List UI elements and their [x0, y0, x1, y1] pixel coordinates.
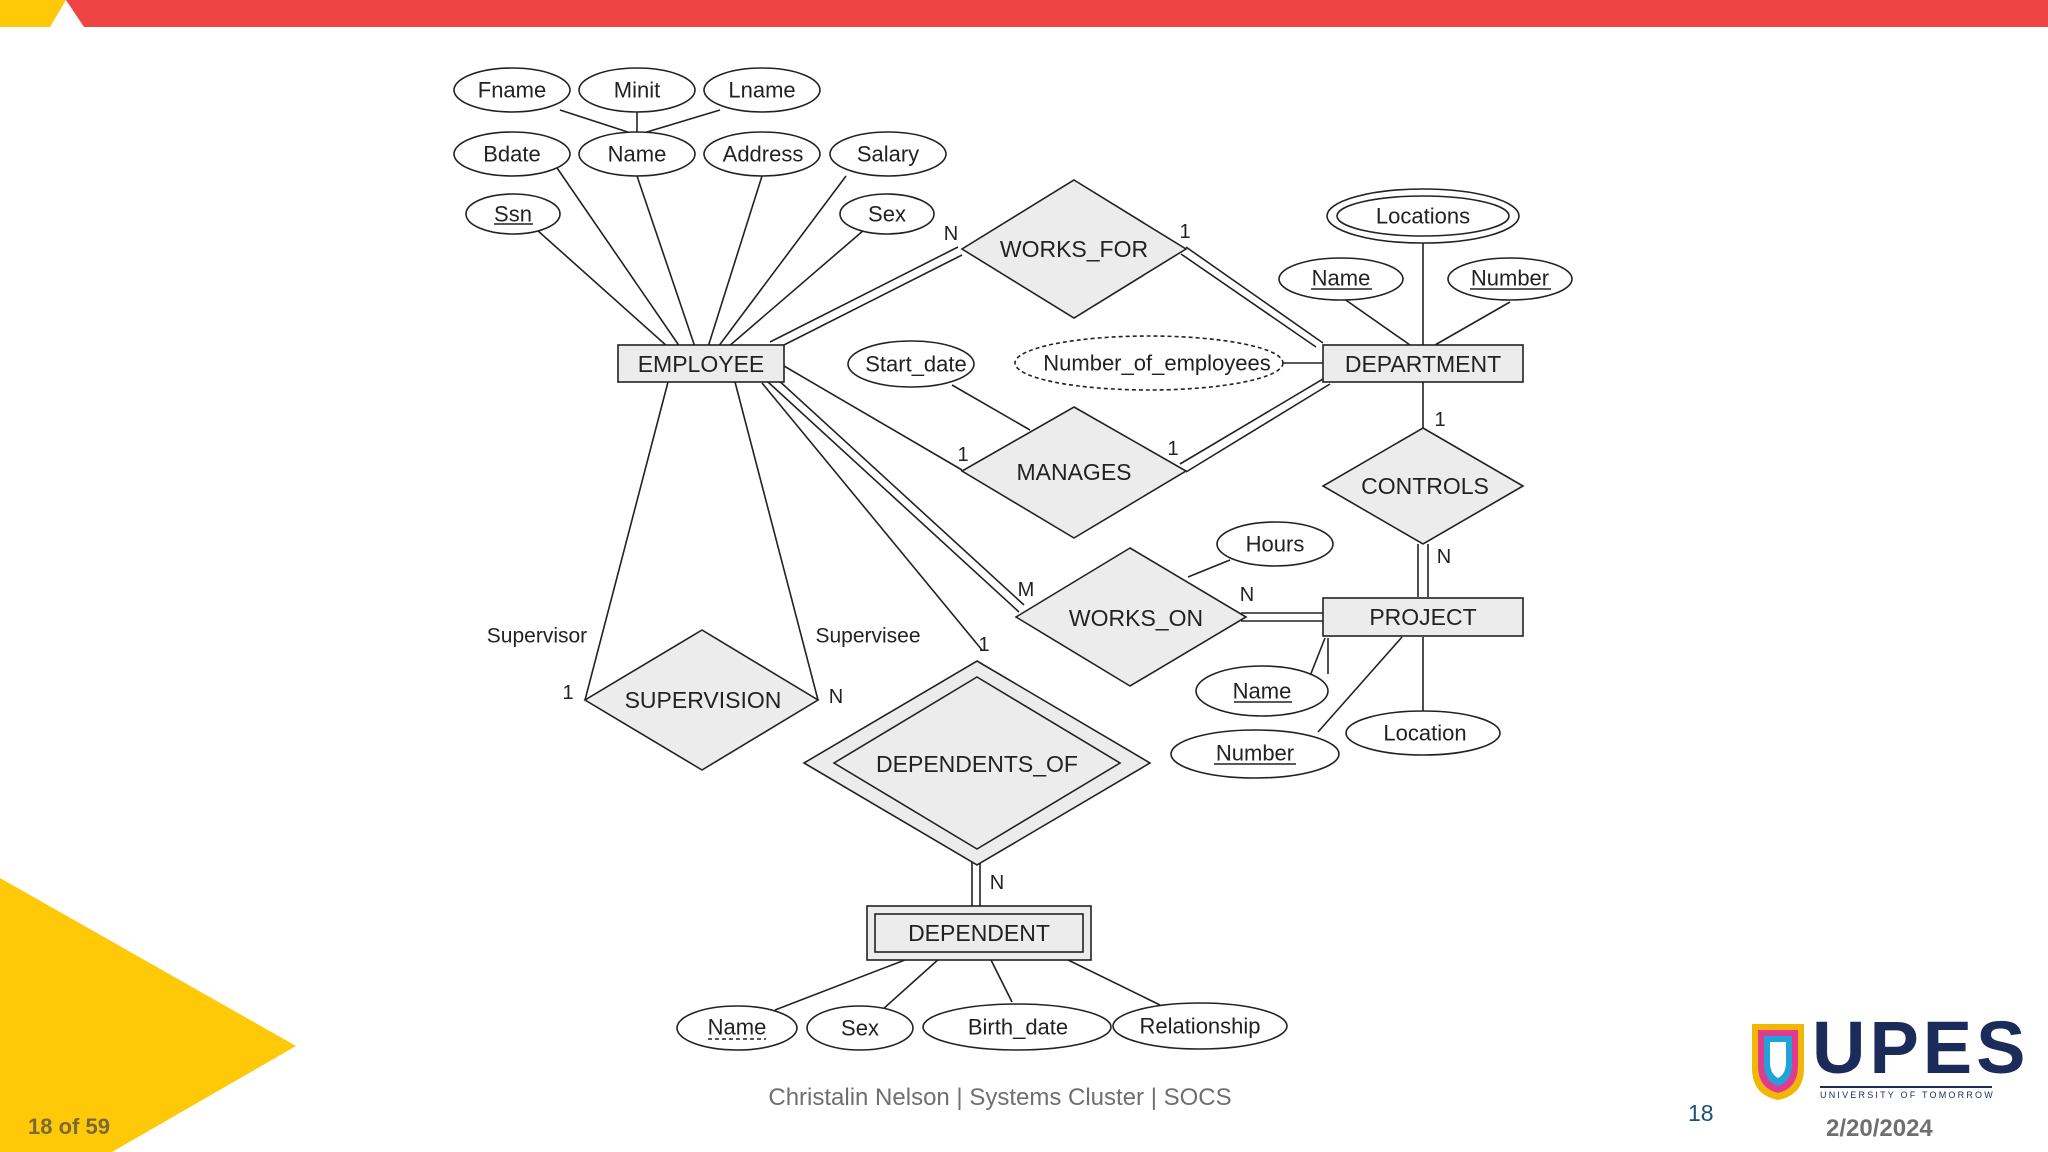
- entity-employee: [617, 344, 785, 383]
- attr-lname-oval: [703, 67, 821, 113]
- card-supervision-supervisee: N: [829, 686, 843, 708]
- card-manages-dept: 1: [1167, 438, 1178, 460]
- label-dep-name: Name: [708, 1015, 767, 1040]
- card-works-for-dept: 1: [1179, 221, 1190, 243]
- attr-location-oval: [1345, 710, 1501, 756]
- attribute-ovals: [453, 67, 1573, 1051]
- label-hours: Hours: [1246, 532, 1305, 557]
- relationship-controls: [1321, 427, 1525, 545]
- attr-fname-oval: [453, 67, 571, 113]
- card-manages-emp: 1: [957, 444, 968, 466]
- entity-project: [1322, 597, 1524, 637]
- attr-birth-date-oval: [922, 1003, 1112, 1051]
- label-proj-name: Name: [1233, 679, 1292, 704]
- bottom-yellow-triangle: [0, 878, 296, 1152]
- entity-dependent: [866, 905, 1092, 961]
- label-dept-number: Number: [1471, 266, 1549, 291]
- attr-start-date-oval: [847, 340, 975, 388]
- upes-logo: UPES: [1812, 1006, 2030, 1089]
- attr-dep-name-oval: [676, 1005, 798, 1051]
- role-supervisor: Supervisor: [487, 625, 587, 648]
- card-dependents-of-dep: N: [990, 872, 1004, 894]
- label-proj-number: Number: [1216, 741, 1294, 766]
- attr-proj-number-oval: [1170, 729, 1340, 779]
- relationship-works-on: [1014, 547, 1248, 687]
- attr-bdate-oval: [453, 131, 571, 177]
- label-dependents-of: DEPENDENTS_OF: [876, 751, 1078, 777]
- attr-salary-oval: [829, 131, 947, 177]
- attr-proj-name-oval: [1195, 665, 1329, 717]
- footer-author: Christalin Nelson | Systems Cluster | SO…: [768, 1084, 1232, 1111]
- attr-locations-oval-inner: [1336, 195, 1510, 237]
- label-number-of-employees: Number_of_employees: [1043, 351, 1270, 376]
- key-underlines: [494, 223, 1551, 1040]
- label-dept-name: Name: [1312, 266, 1371, 291]
- relationship-supervision: [583, 629, 820, 771]
- role-supervisee: Supervisee: [815, 625, 920, 648]
- card-controls-proj: N: [1437, 546, 1451, 568]
- label-name: Name: [608, 142, 667, 167]
- label-sex: Sex: [868, 202, 906, 227]
- attr-hours-oval: [1216, 521, 1334, 567]
- relationship-manages: [960, 406, 1188, 539]
- label-birth-date: Birth_date: [968, 1015, 1068, 1040]
- connector-lines: [536, 109, 1511, 1011]
- card-dependents-of-emp: 1: [978, 634, 989, 656]
- label-location: Location: [1383, 721, 1466, 746]
- label-minit: Minit: [614, 78, 660, 103]
- logo-divider: [1820, 1086, 1992, 1088]
- label-relationship: Relationship: [1139, 1014, 1260, 1039]
- label-lname: Lname: [728, 78, 795, 103]
- upes-tagline: UNIVERSITY OF TOMORROW: [1820, 1090, 1995, 1100]
- attr-number-of-employees-oval: [1014, 335, 1284, 391]
- top-red-banner: [66, 0, 2048, 27]
- card-works-for-emp: N: [944, 223, 958, 245]
- slide-number: 18: [1688, 1100, 1714, 1126]
- attr-dep-sex-oval: [806, 1005, 914, 1051]
- entity-department: [1322, 344, 1524, 383]
- label-start-date: Start_date: [865, 352, 967, 377]
- card-works-on-proj: N: [1240, 584, 1254, 606]
- attr-relationship-oval: [1112, 1002, 1288, 1050]
- label-salary: Salary: [857, 142, 919, 167]
- upes-shield-icon: [1752, 1024, 1804, 1100]
- label-dep-sex: Sex: [841, 1016, 879, 1041]
- label-dependent: DEPENDENT: [908, 920, 1050, 946]
- label-manages: MANAGES: [1016, 459, 1131, 485]
- label-project: PROJECT: [1369, 604, 1476, 630]
- label-supervision: SUPERVISION: [625, 687, 782, 713]
- card-works-on-emp: M: [1018, 579, 1035, 601]
- label-locations: Locations: [1376, 204, 1470, 229]
- attr-address-oval: [703, 131, 821, 177]
- label-address: Address: [723, 142, 804, 167]
- slide-date: 2/20/2024: [1826, 1115, 1933, 1142]
- top-yellow-accent: [0, 0, 66, 27]
- label-works-for: WORKS_FOR: [1000, 236, 1148, 262]
- relationship-works-for: [960, 179, 1188, 319]
- label-ssn: Ssn: [494, 202, 532, 227]
- label-fname: Fname: [478, 78, 546, 103]
- label-employee: EMPLOYEE: [638, 351, 765, 377]
- attr-name-oval: [578, 131, 696, 177]
- label-works-on: WORKS_ON: [1069, 605, 1203, 631]
- attr-sex-oval: [839, 193, 935, 235]
- card-supervision-supervisor: 1: [562, 682, 573, 704]
- label-bdate: Bdate: [483, 142, 541, 167]
- label-department: DEPARTMENT: [1345, 351, 1501, 377]
- page-count: 18 of 59: [28, 1114, 110, 1139]
- card-controls-dept: 1: [1434, 409, 1445, 431]
- attr-minit-oval: [578, 67, 696, 113]
- er-diagram: [453, 67, 1573, 1051]
- label-controls: CONTROLS: [1361, 473, 1489, 499]
- relationship-dependents-of: [802, 660, 1152, 866]
- attr-ssn-oval: [465, 193, 561, 235]
